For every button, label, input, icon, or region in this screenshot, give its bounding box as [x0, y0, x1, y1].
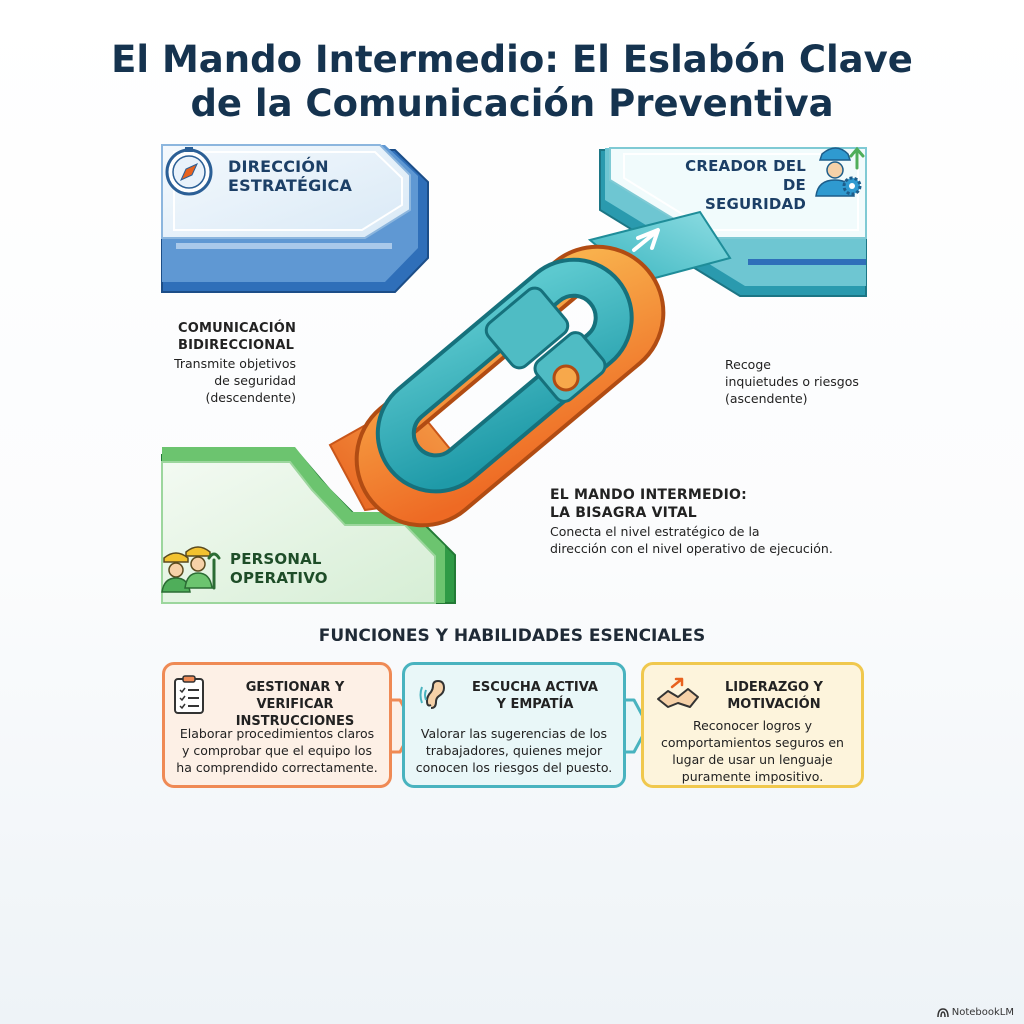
card-escucha-text-line-3: conocen los riesgos del puesto. [415, 760, 613, 775]
comunicacion-description-line-3: (descendente) [205, 390, 296, 405]
comunicacion-heading-line-2: BIDIRECCIONAL [178, 338, 295, 353]
comunicacion-description: Transmite objetivos de seguridad (descen… [150, 355, 296, 406]
comunicacion-heading-line-1: COMUNICACIÓN [178, 321, 297, 336]
chain-link-illustration [354, 244, 666, 528]
card-liderazgo-title-line-1: LIDERAZGO Y [725, 680, 823, 695]
card-gestionar-text: Elaborar procedimientos claros y comprob… [165, 725, 389, 776]
mando-description: Conecta el nivel estratégico de la direc… [550, 523, 833, 557]
mando-heading: EL MANDO INTERMEDIO: LA BISAGRA VITAL [550, 486, 747, 522]
label-personal: PERSONAL OPERATIVO [230, 550, 328, 588]
brand-name: NotebookLM [951, 1007, 1014, 1018]
card-gestionar-text-line-1: Elaborar procedimientos claros [179, 726, 375, 741]
label-personal-line-1: PERSONAL [230, 550, 322, 568]
comunicacion-heading: COMUNICACIÓN BIDIRECCIONAL [178, 320, 296, 354]
card-liderazgo-text-line-3: lugar de usar un lenguaje [672, 752, 833, 767]
card-gestionar: GESTIONAR Y VERIFICAR INSTRUCCIONES Elab… [162, 662, 392, 788]
mando-description-line-1: Conecta el nivel estratégico de la [550, 524, 760, 539]
checklist-icon [174, 675, 204, 714]
platform-personal [161, 447, 456, 604]
label-creador-line-1: CREADOR DEL [685, 157, 806, 175]
ear-icon [419, 679, 446, 709]
card-escucha-title: ESCUCHA ACTIVA Y EMPATÍA [445, 679, 625, 713]
card-liderazgo-title-line-2: MOTIVACIÓN [727, 697, 821, 712]
arrow-up-right-icon [632, 228, 660, 252]
title-line-1: El Mando Intermedio: El Eslabón Clave [111, 38, 913, 81]
card-escucha-title-line-1: ESCUCHA ACTIVA [472, 680, 598, 695]
card-liderazgo: LIDERAZGO Y MOTIVACIÓN Reconocer logros … [641, 662, 864, 788]
comunicacion-description-line-2: de seguridad [214, 373, 296, 388]
mando-heading-line-2: LA BISAGRA VITAL [550, 505, 697, 521]
label-personal-line-2: OPERATIVO [230, 569, 328, 587]
recoge-description-line-1: Recoge [725, 357, 771, 372]
card-gestionar-title: GESTIONAR Y VERIFICAR INSTRUCCIONES [205, 679, 385, 730]
card-gestionar-title-line-1: GESTIONAR Y VERIFICAR [245, 680, 345, 712]
funciones-title: FUNCIONES Y HABILIDADES ESENCIALES [318, 626, 706, 646]
card-escucha-title-line-2: Y EMPATÍA [496, 697, 574, 712]
comunicacion-description-line-1: Transmite objetivos [174, 356, 296, 371]
card-escucha-text-line-1: Valorar las sugerencias de los [420, 726, 608, 741]
title-line-2: de la Comunicación Preventiva [190, 82, 834, 125]
recoge-description-line-3: (ascendente) [725, 391, 808, 406]
recoge-description: Recoge inquietudes o riesgos (ascendente… [725, 356, 859, 407]
notebooklm-logo-icon [937, 1007, 949, 1017]
card-escucha-text: Valorar las sugerencias de los trabajado… [405, 725, 623, 776]
label-direccion: DIRECCIÓN ESTRATÉGICA [228, 157, 352, 195]
card-gestionar-text-line-2: y comprobar que el equipo los [181, 743, 373, 758]
card-liderazgo-text: Reconocer logros y comportamientos segur… [644, 717, 861, 785]
label-direccion-line-1: DIRECCIÓN [228, 157, 329, 176]
page-title: El Mando Intermedio: El Eslabón Clave de… [0, 38, 1024, 126]
compass-icon [165, 147, 213, 196]
label-direccion-line-2: ESTRATÉGICA [228, 176, 353, 195]
platform-creador [599, 147, 867, 297]
handshake-icon [657, 677, 699, 708]
card-liderazgo-text-line-1: Reconocer logros y [692, 718, 813, 733]
workers-wrench-icon [161, 546, 221, 593]
mando-description-line-2: dirección con el nivel operativo de ejec… [550, 541, 833, 556]
brand-watermark: NotebookLM [937, 1007, 1014, 1018]
card-gestionar-text-line-3: ha comprendido correctamente. [176, 760, 378, 775]
card-liderazgo-text-line-2: comportamientos seguros en [661, 735, 844, 750]
label-creador-line-2: DE SEGURIDAD [705, 176, 806, 213]
worker-gear-icon [815, 146, 865, 197]
label-creador: CREADOR DEL DE SEGURIDAD [680, 157, 806, 214]
recoge-description-line-2: inquietudes o riesgos [725, 374, 859, 389]
card-escucha-text-line-2: trabajadores, quienes mejor [425, 743, 603, 758]
card-escucha: ESCUCHA ACTIVA Y EMPATÍA Valorar las sug… [402, 662, 626, 788]
mando-heading-line-1: EL MANDO INTERMEDIO: [550, 487, 747, 503]
card-liderazgo-text-line-4: puramente impositivo. [681, 769, 824, 784]
platform-direccion [161, 144, 429, 293]
card-liderazgo-title: LIDERAZGO Y MOTIVACIÓN [694, 679, 854, 713]
card-gestionar-title-line-2: INSTRUCCIONES [235, 714, 355, 729]
